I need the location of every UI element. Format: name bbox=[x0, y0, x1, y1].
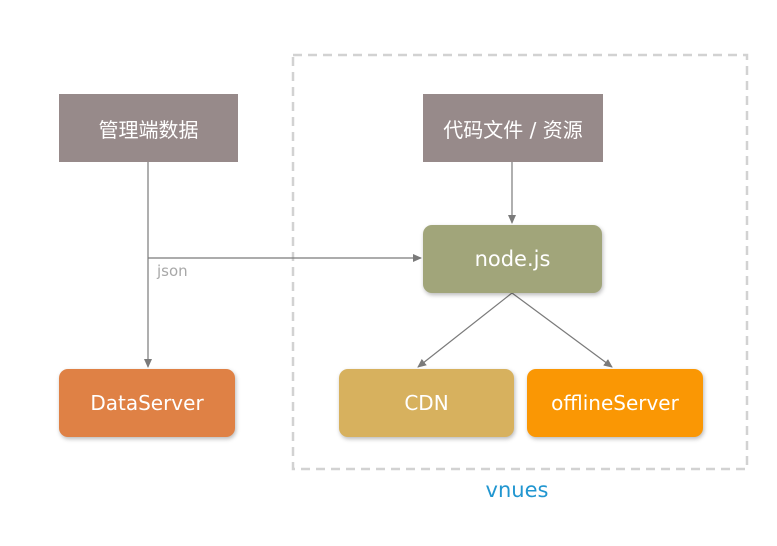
node-code-files: 代码文件 / 资源 bbox=[423, 94, 603, 162]
edge-label-json: json bbox=[157, 262, 188, 280]
node-nodejs: node.js bbox=[423, 225, 602, 293]
edge-nodejs-to-offline bbox=[511, 292, 613, 368]
node-cdn: CDN bbox=[339, 369, 514, 437]
edge-nodejs-to-cdn bbox=[417, 292, 513, 368]
vnues-group-boundary bbox=[291, 53, 749, 471]
group-label-vnues: vnues bbox=[485, 478, 549, 502]
node-offline-server: offlineServer bbox=[527, 369, 703, 437]
node-dataserver: DataServer bbox=[59, 369, 235, 437]
node-admin-data: 管理端数据 bbox=[59, 94, 238, 162]
